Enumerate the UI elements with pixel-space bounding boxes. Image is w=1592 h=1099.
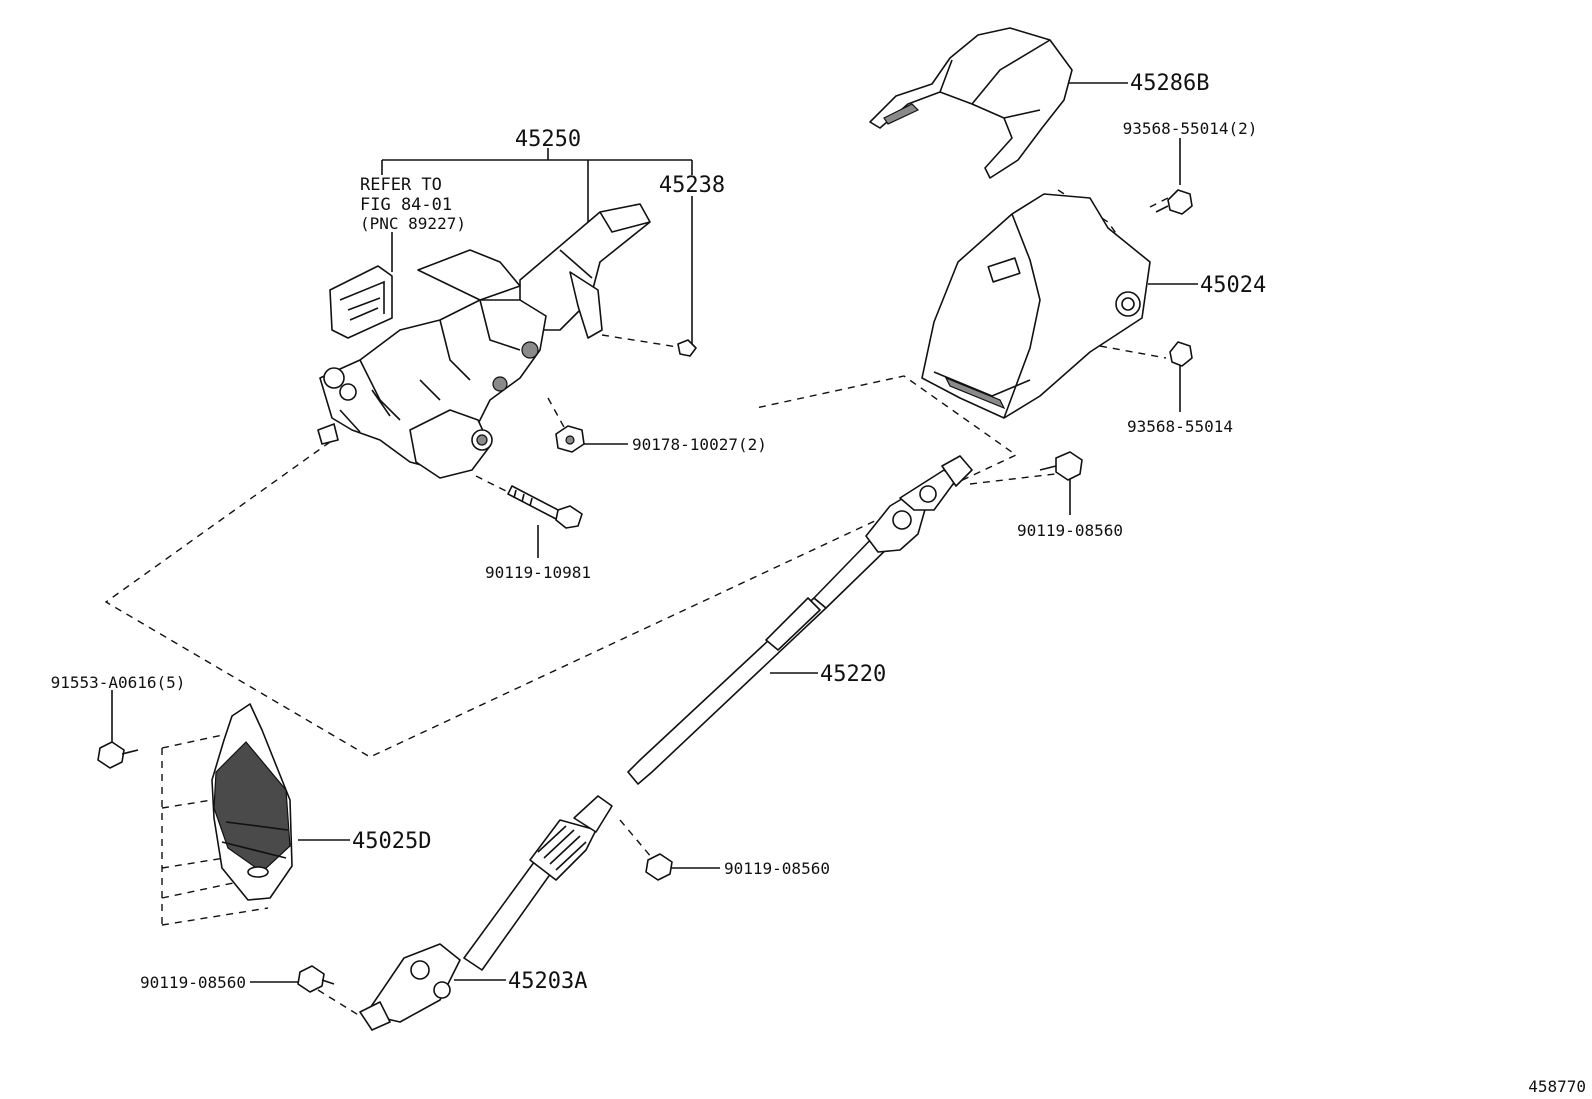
upper-column-cover [869,27,1073,179]
lower-column-cover [921,193,1151,419]
label-93568-55014: 93568-55014 [1127,417,1233,436]
label-refer-line2: FIG 84-01 [360,195,452,215]
label-90119-08560-mid: 90119-08560 [724,859,830,878]
bolt-90119-08560-lower [297,965,335,993]
label-45250: 45250 [515,127,581,152]
label-45025d: 45025D [352,829,431,854]
nut-90178 [555,425,585,453]
label-90178-10027-2: 90178-10027(2) [632,435,767,454]
leader-lines [111,82,1198,983]
label-45286b: 45286B [1130,71,1209,96]
steering-column-assembly [317,203,651,479]
column-hole-cover [211,703,293,901]
screw-93568-lower [1169,341,1193,367]
lower-steering-shaft [359,795,613,1031]
label-90119-10981: 90119-10981 [485,563,591,582]
intermediate-shaft [627,455,973,785]
label-93568-55014-2: 93568-55014(2) [1123,119,1258,138]
bolt-90119-08560-mid [645,853,673,881]
label-45238: 45238 [659,173,725,198]
label-45203a: 45203A [508,969,587,994]
label-45024: 45024 [1200,273,1266,298]
label-90119-08560-upper: 90119-08560 [1017,521,1123,540]
label-refer-line1: REFER TO [360,175,442,195]
label-90119-08560-lower: 90119-08560 [140,973,246,992]
figure-code: 458770 [1528,1077,1586,1096]
label-refer-line3: (PNC 89227) [360,214,466,233]
label-91553-a0616-5: 91553-A0616(5) [51,673,186,692]
bolt-91553-a0616 [97,741,139,769]
part-labels: 45250 45238 REFER TO FIG 84-01 (PNC 8922… [51,71,1586,1096]
clip-45238 [677,339,697,357]
ecu-module [329,265,393,339]
screw-93568-upper [1155,189,1193,215]
bolt-90119-10981 [507,485,583,529]
label-45220: 45220 [820,662,886,687]
bolt-90119-08560-upper [1039,451,1083,481]
